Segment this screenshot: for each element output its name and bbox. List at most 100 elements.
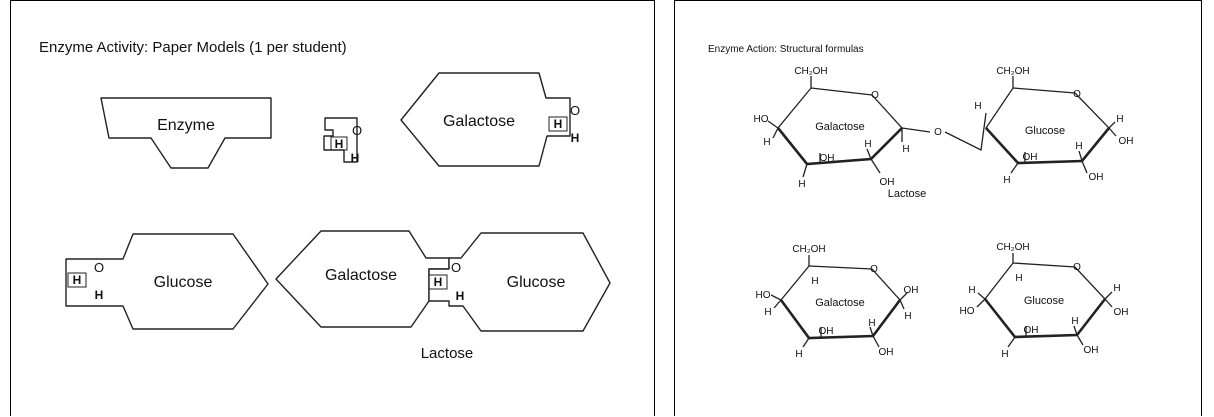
bond <box>1010 162 1019 174</box>
lactose-galactose-label: Galactose <box>325 267 397 284</box>
structural-formulas-diagram: Enzyme Action: Structural formulas O Gal… <box>708 44 1134 360</box>
galactose-name: Galactose <box>815 297 865 309</box>
lactose-glucose-label: Glucose <box>507 274 566 291</box>
lactose-glucose-name: Glucose <box>1025 125 1065 137</box>
glucose-label: Glucose <box>154 274 213 291</box>
bond <box>773 299 782 309</box>
galactose-shape <box>400 72 571 167</box>
bond <box>770 294 782 301</box>
oh-label: OH <box>1023 152 1038 163</box>
h-label: H <box>902 144 909 155</box>
oh-label: OH <box>879 347 894 358</box>
galactose-label: Galactose <box>443 113 515 130</box>
bond <box>767 120 779 129</box>
bond <box>870 158 881 174</box>
oh-label: OH <box>1089 172 1104 183</box>
h-label: H <box>864 139 871 150</box>
lactose-glucose-ring-o: O <box>1073 89 1081 100</box>
ho-label: HO <box>756 290 771 301</box>
structural-title: Enzyme Action: Structural formulas <box>708 44 864 55</box>
h-label: H <box>1071 316 1078 327</box>
glucose-h2-label: H <box>95 288 104 302</box>
h-label: H <box>811 276 818 287</box>
glucose-h-box <box>67 272 87 288</box>
bond <box>772 127 779 139</box>
lactose-glucose-ring-front <box>985 127 1111 165</box>
h-label: H <box>1075 141 1082 152</box>
h-label: H <box>1015 273 1022 284</box>
structural-lactose-label: Lactose <box>888 188 927 200</box>
galactose-ring-o: O <box>870 264 878 275</box>
h-label: H <box>764 307 771 318</box>
water-piece-shape <box>323 117 358 163</box>
lactose-glucose-shape <box>428 232 611 332</box>
oh-label: OH <box>1114 307 1129 318</box>
bond <box>1078 150 1083 162</box>
lactose-h2-label: H <box>456 289 465 303</box>
h-label: H <box>798 179 805 190</box>
h-label: H <box>1113 283 1120 294</box>
galactose-o-label: O <box>570 103 580 118</box>
ch2oh-label: CH₂OH <box>996 242 1029 253</box>
bond <box>1081 160 1088 174</box>
lactose-o-label: O <box>451 260 461 275</box>
bond <box>899 299 905 310</box>
glucose-name: Glucose <box>1024 295 1064 307</box>
bond <box>1104 291 1113 300</box>
oh-label: OH <box>1024 325 1039 336</box>
h-label: H <box>1001 349 1008 360</box>
bond <box>802 337 810 348</box>
oh-label: OH <box>880 177 895 188</box>
glucose-o-label: O <box>94 260 104 275</box>
water-h2-label: H <box>351 151 360 165</box>
h-label: H <box>1116 114 1123 125</box>
ho-label: HO <box>960 306 975 317</box>
bond <box>1104 298 1113 308</box>
ch2oh-label: CH₂OH <box>792 244 825 255</box>
galactose-h2-label: H <box>571 131 580 145</box>
lactose-galactose-ring-o: O <box>871 90 879 101</box>
h-label: H <box>868 318 875 329</box>
oh-label: OH <box>819 326 834 337</box>
enzyme-shape <box>100 97 272 169</box>
bond <box>977 292 986 300</box>
galactose-h-box <box>548 116 568 132</box>
link-o-label: O <box>934 127 942 138</box>
bond <box>1073 325 1078 336</box>
glycosidic-bond <box>944 112 987 151</box>
glycosidic-bond <box>901 127 931 133</box>
h-label: H <box>1003 175 1010 186</box>
h-label: H <box>968 285 975 296</box>
bond <box>869 326 874 337</box>
bond <box>1108 121 1116 129</box>
bond <box>976 298 986 308</box>
water-h-box <box>330 136 348 151</box>
lactose-h1-label: H <box>434 275 443 289</box>
lactose-galactose-ring-front <box>776 127 903 166</box>
h-label: H <box>904 311 911 322</box>
bond <box>866 148 872 160</box>
glucose-h1-label: H <box>73 273 82 287</box>
glucose-ring-o: O <box>1073 262 1081 273</box>
oh-label: OH <box>820 153 835 164</box>
oh-label: OH <box>904 285 919 296</box>
ch2oh-label: CH₂OH <box>996 66 1029 77</box>
glucose-shape <box>65 233 269 330</box>
galactose-ring-front <box>779 299 902 340</box>
bond <box>1076 334 1084 346</box>
structural-formulas-panel: Enzyme Action: Structural formulas O Gal… <box>674 0 1202 416</box>
ch2oh-label: CH₂OH <box>794 66 827 77</box>
water-h1-label: H <box>335 137 344 151</box>
h-label: H <box>763 137 770 148</box>
bond <box>872 335 880 348</box>
paper-models-panel: Enzyme Activity: Paper Models (1 per stu… <box>10 0 655 416</box>
lactose-h-box <box>428 274 448 290</box>
paper-models-diagram: Enzyme Activity: Paper Models (1 per stu… <box>39 39 611 362</box>
enzyme-label: Enzyme <box>157 117 215 134</box>
ho-label: HO <box>754 114 769 125</box>
lactose-galactose-name: Galactose <box>815 121 865 133</box>
h-label: H <box>974 101 981 112</box>
water-o-label: O <box>352 123 362 138</box>
galactose-h-label: H <box>554 117 563 131</box>
glucose-ring-front <box>983 298 1107 339</box>
